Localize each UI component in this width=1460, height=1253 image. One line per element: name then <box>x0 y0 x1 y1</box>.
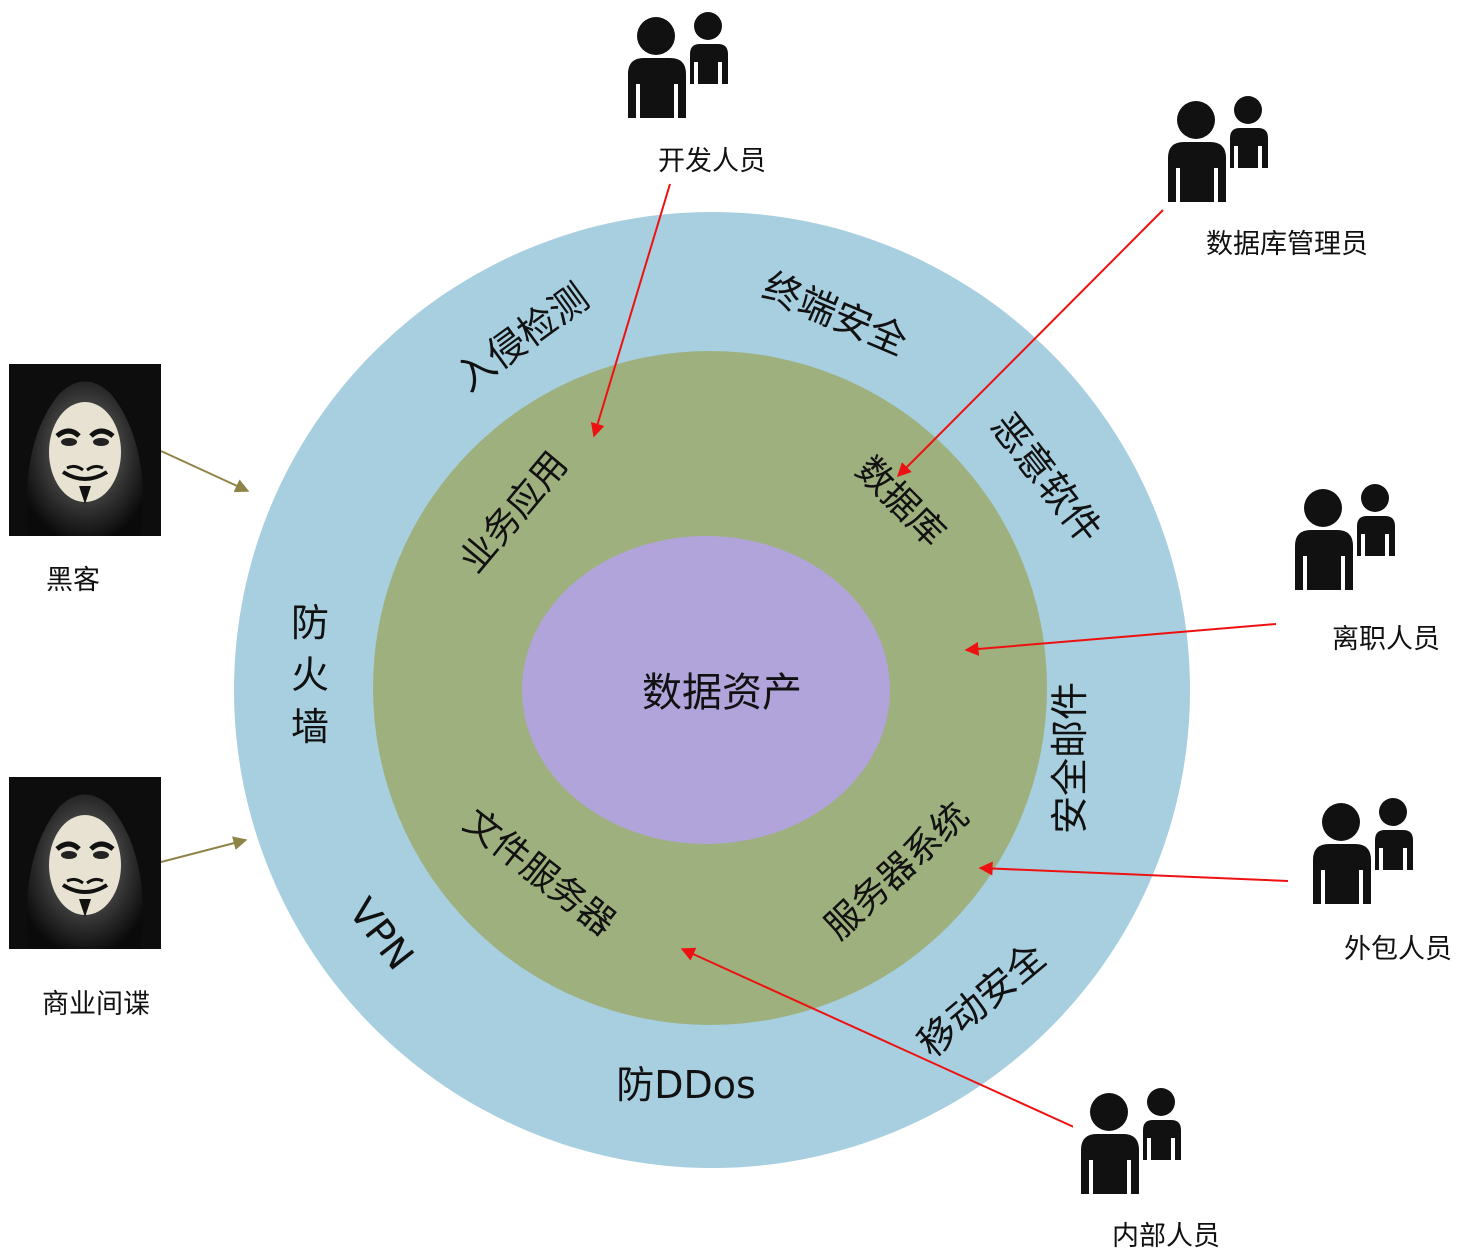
resigned-label: 离职人员 <box>1332 624 1440 655</box>
firewall-char-1: 防 <box>291 601 329 645</box>
insider-label: 内部人员 <box>1112 1221 1220 1252</box>
dba-label: 数据库管理员 <box>1206 229 1368 260</box>
arrow-resigned <box>964 623 1277 656</box>
arrow-developer <box>590 183 671 438</box>
firewall-char-3: 墙 <box>291 705 329 749</box>
firewall-label: 防 火 墙 <box>291 601 329 749</box>
core-ellipse <box>522 536 890 844</box>
anti-ddos-label: 防DDos <box>616 1063 756 1107</box>
arrow-dba <box>897 209 1164 477</box>
arrow-hacker <box>160 450 250 493</box>
people-icon <box>1305 792 1437 907</box>
people-icon <box>620 6 752 121</box>
arrow-outsourced <box>978 861 1289 882</box>
people-icon <box>1160 90 1292 205</box>
core-label: 数据资产 <box>642 670 802 716</box>
arrow-spy <box>160 836 248 863</box>
people-icon <box>1287 478 1419 593</box>
developer-label: 开发人员 <box>658 146 766 177</box>
firewall-char-2: 火 <box>291 653 329 697</box>
outsourced-label: 外包人员 <box>1344 934 1452 965</box>
people-icon <box>1073 1082 1205 1197</box>
arrow-insider <box>680 947 1077 1129</box>
secure-mail-label: 安全邮件 <box>1048 682 1092 834</box>
hacker-mask-icon <box>9 777 161 949</box>
spy-label: 商业间谍 <box>42 989 150 1020</box>
hacker-label: 黑客 <box>46 565 100 596</box>
hacker-mask-icon <box>9 364 161 536</box>
